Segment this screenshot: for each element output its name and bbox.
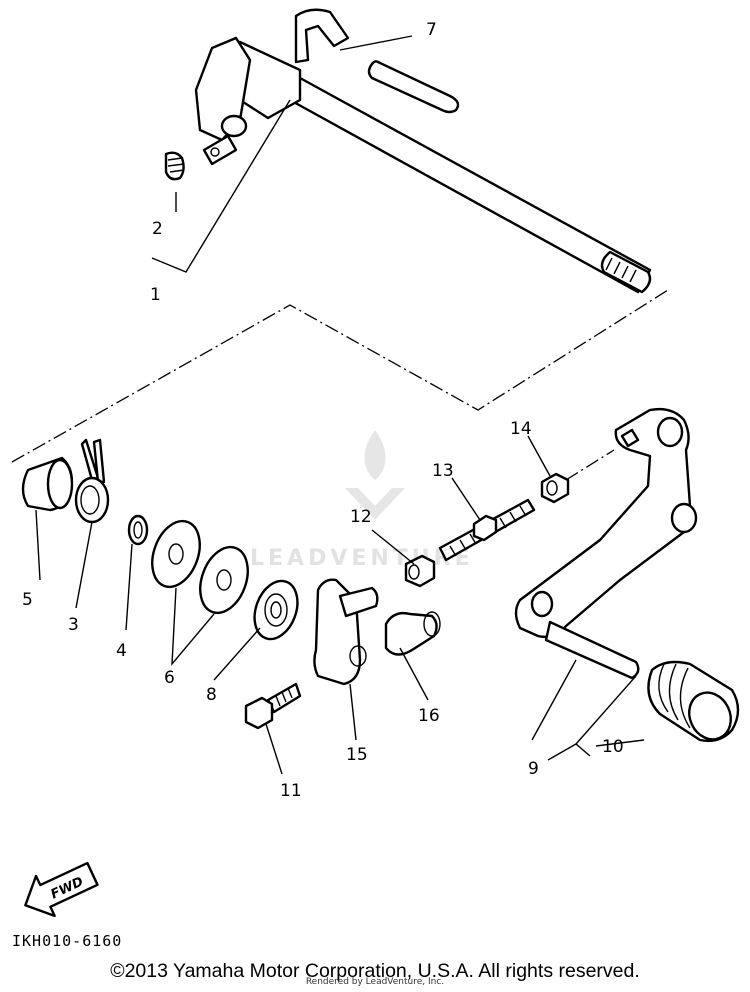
callout-3: 3: [68, 615, 79, 635]
callout-6: 6: [164, 668, 175, 688]
part-13-adjusting-rod: [438, 498, 536, 562]
part-14-nut: [540, 472, 570, 504]
fwd-arrow-icon: FWD: [24, 861, 99, 918]
part-16-boot: [384, 611, 441, 656]
part-5-bushing: [21, 456, 74, 512]
part-11-bolt: [244, 682, 302, 730]
part-2-spring: [164, 151, 185, 181]
assembly-boundary: [11, 289, 669, 463]
callouts: 1 2 3 4 5 6 7 8 9 10 11 12 13 14 15 16: [22, 20, 624, 801]
callout-10: 10: [602, 737, 624, 757]
callout-14: 14: [510, 419, 532, 439]
callout-7: 7: [426, 20, 437, 40]
part-15-shift-arm: [313, 578, 379, 686]
callout-8: 8: [206, 685, 217, 705]
callout-5: 5: [22, 590, 33, 610]
callout-13: 13: [432, 461, 454, 481]
part-1-shift-shaft: [194, 8, 652, 294]
part-4-circlip: [127, 514, 149, 546]
callout-15: 15: [346, 745, 368, 765]
callout-4: 4: [116, 641, 127, 661]
part-8-oil-seal: [253, 579, 299, 641]
copyright-notice: ©2013 Yamaha Motor Corporation, U.S.A. A…: [110, 960, 640, 982]
callout-11: 11: [280, 781, 302, 801]
leader-lines: [35, 35, 645, 775]
callout-12: 12: [350, 507, 372, 527]
part-7-pin: [367, 60, 460, 114]
part-3-return-spring: [74, 438, 110, 524]
part-9-shift-pedal: [514, 407, 698, 680]
callout-2: 2: [152, 219, 163, 239]
callout-1: 1: [150, 285, 161, 305]
part-6-washers: [151, 519, 249, 615]
part-10-footpeg-rubber: [647, 660, 740, 743]
diagram-code: IKH010-6160: [12, 932, 123, 950]
callout-16: 16: [418, 706, 440, 726]
rendered-by-note: Rendered by LeadVenture, Inc.: [305, 977, 445, 987]
callout-9: 9: [528, 759, 539, 779]
